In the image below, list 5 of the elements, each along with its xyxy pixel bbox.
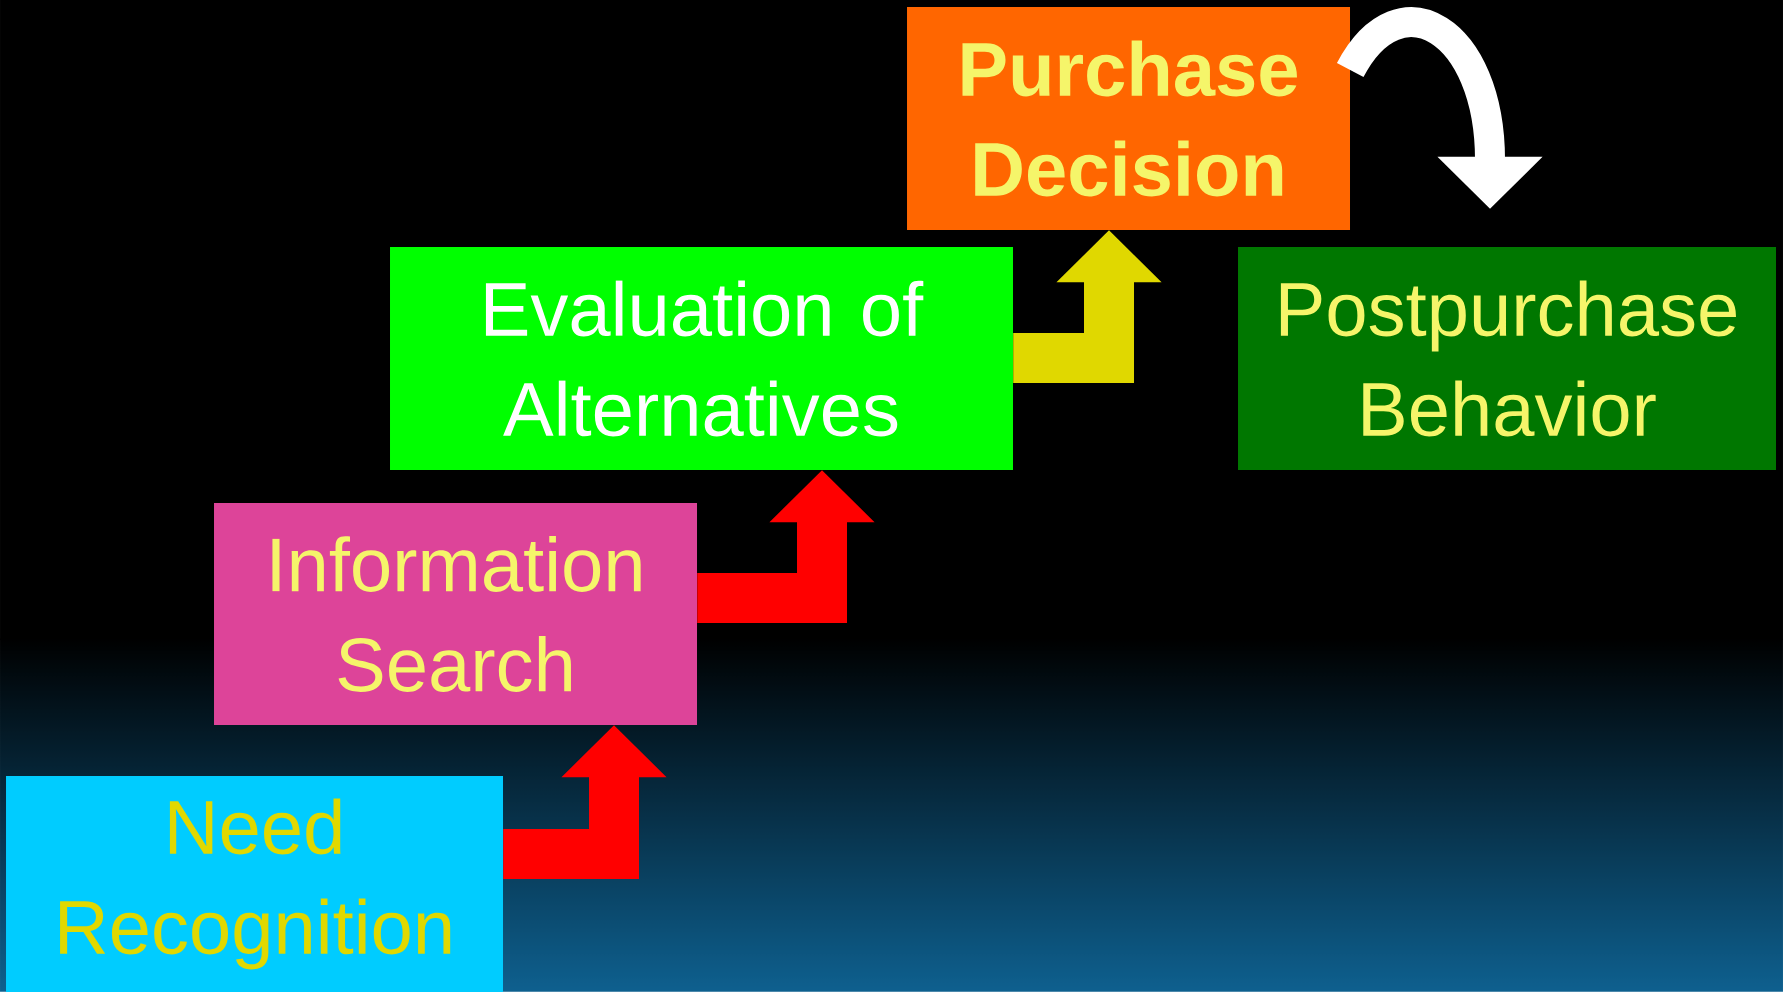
step-box: Postpurchase Behavior (1238, 247, 1776, 470)
step-box: Purchase Decision (907, 7, 1350, 230)
step-box: Need Recognition (6, 776, 503, 992)
step-box: Information Search (214, 503, 697, 725)
step-box: Evaluation of Alternatives (390, 247, 1013, 470)
